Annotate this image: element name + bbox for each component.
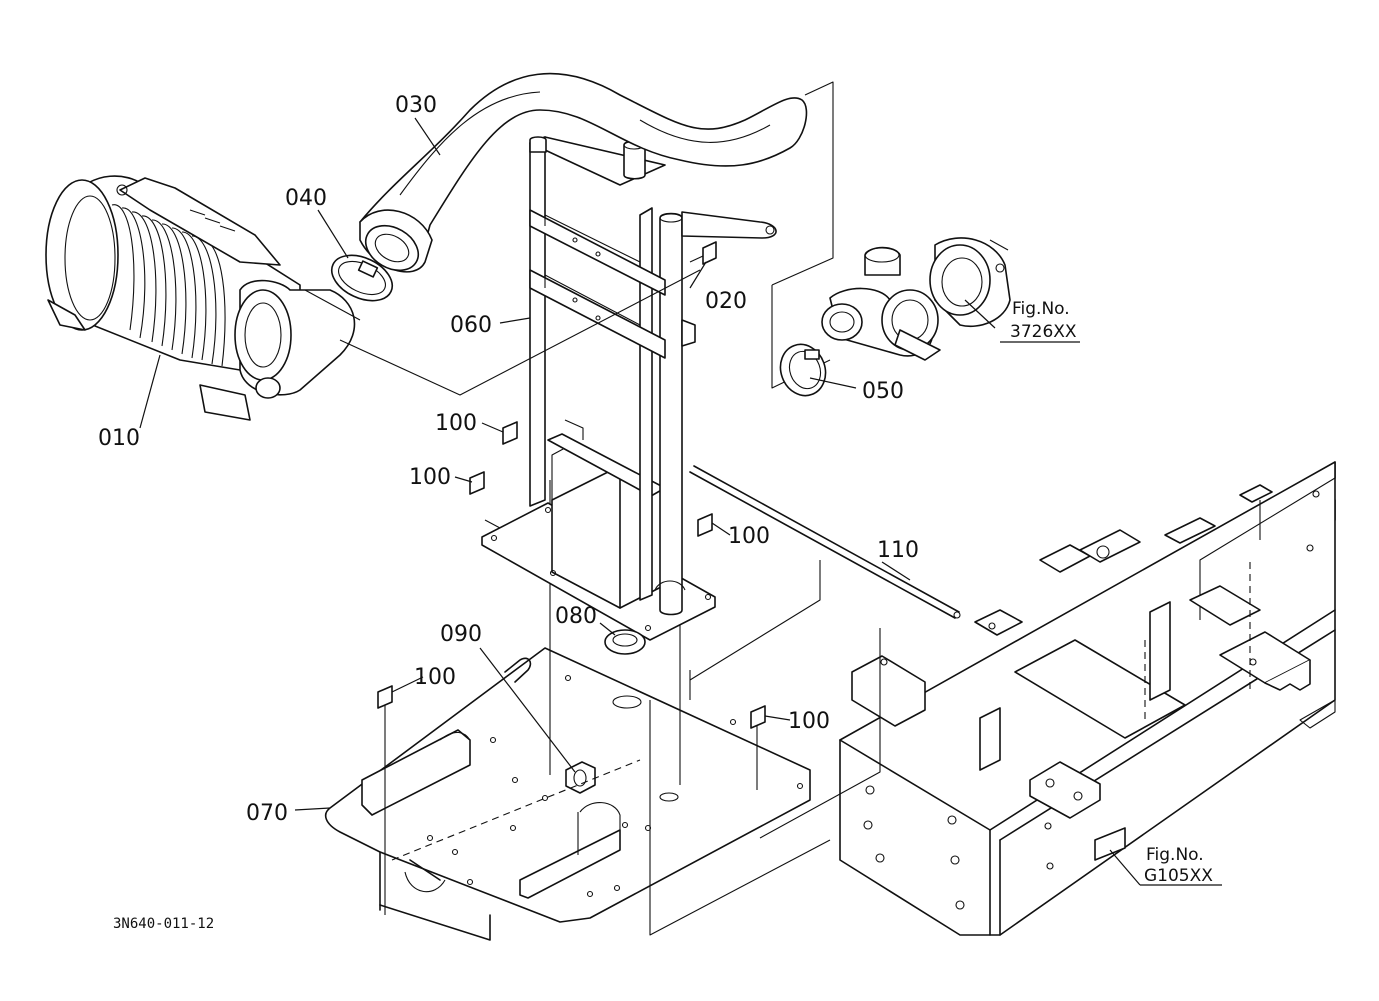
- label-070: 070: [246, 801, 288, 826]
- figure-references: Fig.No. 3726XX Fig.No. G105XX: [1010, 299, 1213, 886]
- fig-ref-code-frame: G105XX: [1144, 866, 1213, 886]
- label-060: 060: [450, 313, 492, 338]
- chassis-frame: [839, 461, 1336, 936]
- part-labels: 030 040 010 020 060 050 110 080 090 070 …: [98, 93, 919, 826]
- fig-ref-title-turbo: Fig.No.: [1012, 299, 1070, 319]
- fig-ref-code-turbo: 3726XX: [1010, 322, 1077, 342]
- air-cleaner: [45, 175, 361, 421]
- leader-lines: [139, 117, 1222, 886]
- label-100-b: 100: [409, 465, 451, 490]
- bolts-100: [377, 421, 766, 729]
- label-050: 050: [862, 379, 904, 404]
- label-110: 110: [877, 538, 919, 563]
- label-100-d: 100: [414, 665, 456, 690]
- mounting-plate: [324, 647, 811, 941]
- label-100-a: 100: [435, 411, 477, 436]
- label-100-e: 100: [788, 709, 830, 734]
- label-090: 090: [440, 622, 482, 647]
- hose-clamp-050: [779, 343, 827, 397]
- label-100-c: 100: [728, 524, 770, 549]
- hose: [359, 72, 808, 273]
- bracket-frame: [481, 136, 777, 641]
- label-040: 040: [285, 186, 327, 211]
- turbo-assembly: [821, 237, 1011, 361]
- label-020: 020: [705, 289, 747, 314]
- label-030: 030: [395, 93, 437, 118]
- label-080: 080: [555, 604, 597, 629]
- hose-clamp: [330, 254, 394, 302]
- fig-ref-title-frame: Fig.No.: [1146, 845, 1204, 865]
- diagram-code: 3N640-011-12: [113, 916, 214, 932]
- grommet: [604, 629, 646, 655]
- bolt-020: [689, 241, 717, 265]
- rod: [689, 465, 961, 619]
- label-010: 010: [98, 426, 140, 451]
- assembly-guide-lines: [384, 480, 881, 936]
